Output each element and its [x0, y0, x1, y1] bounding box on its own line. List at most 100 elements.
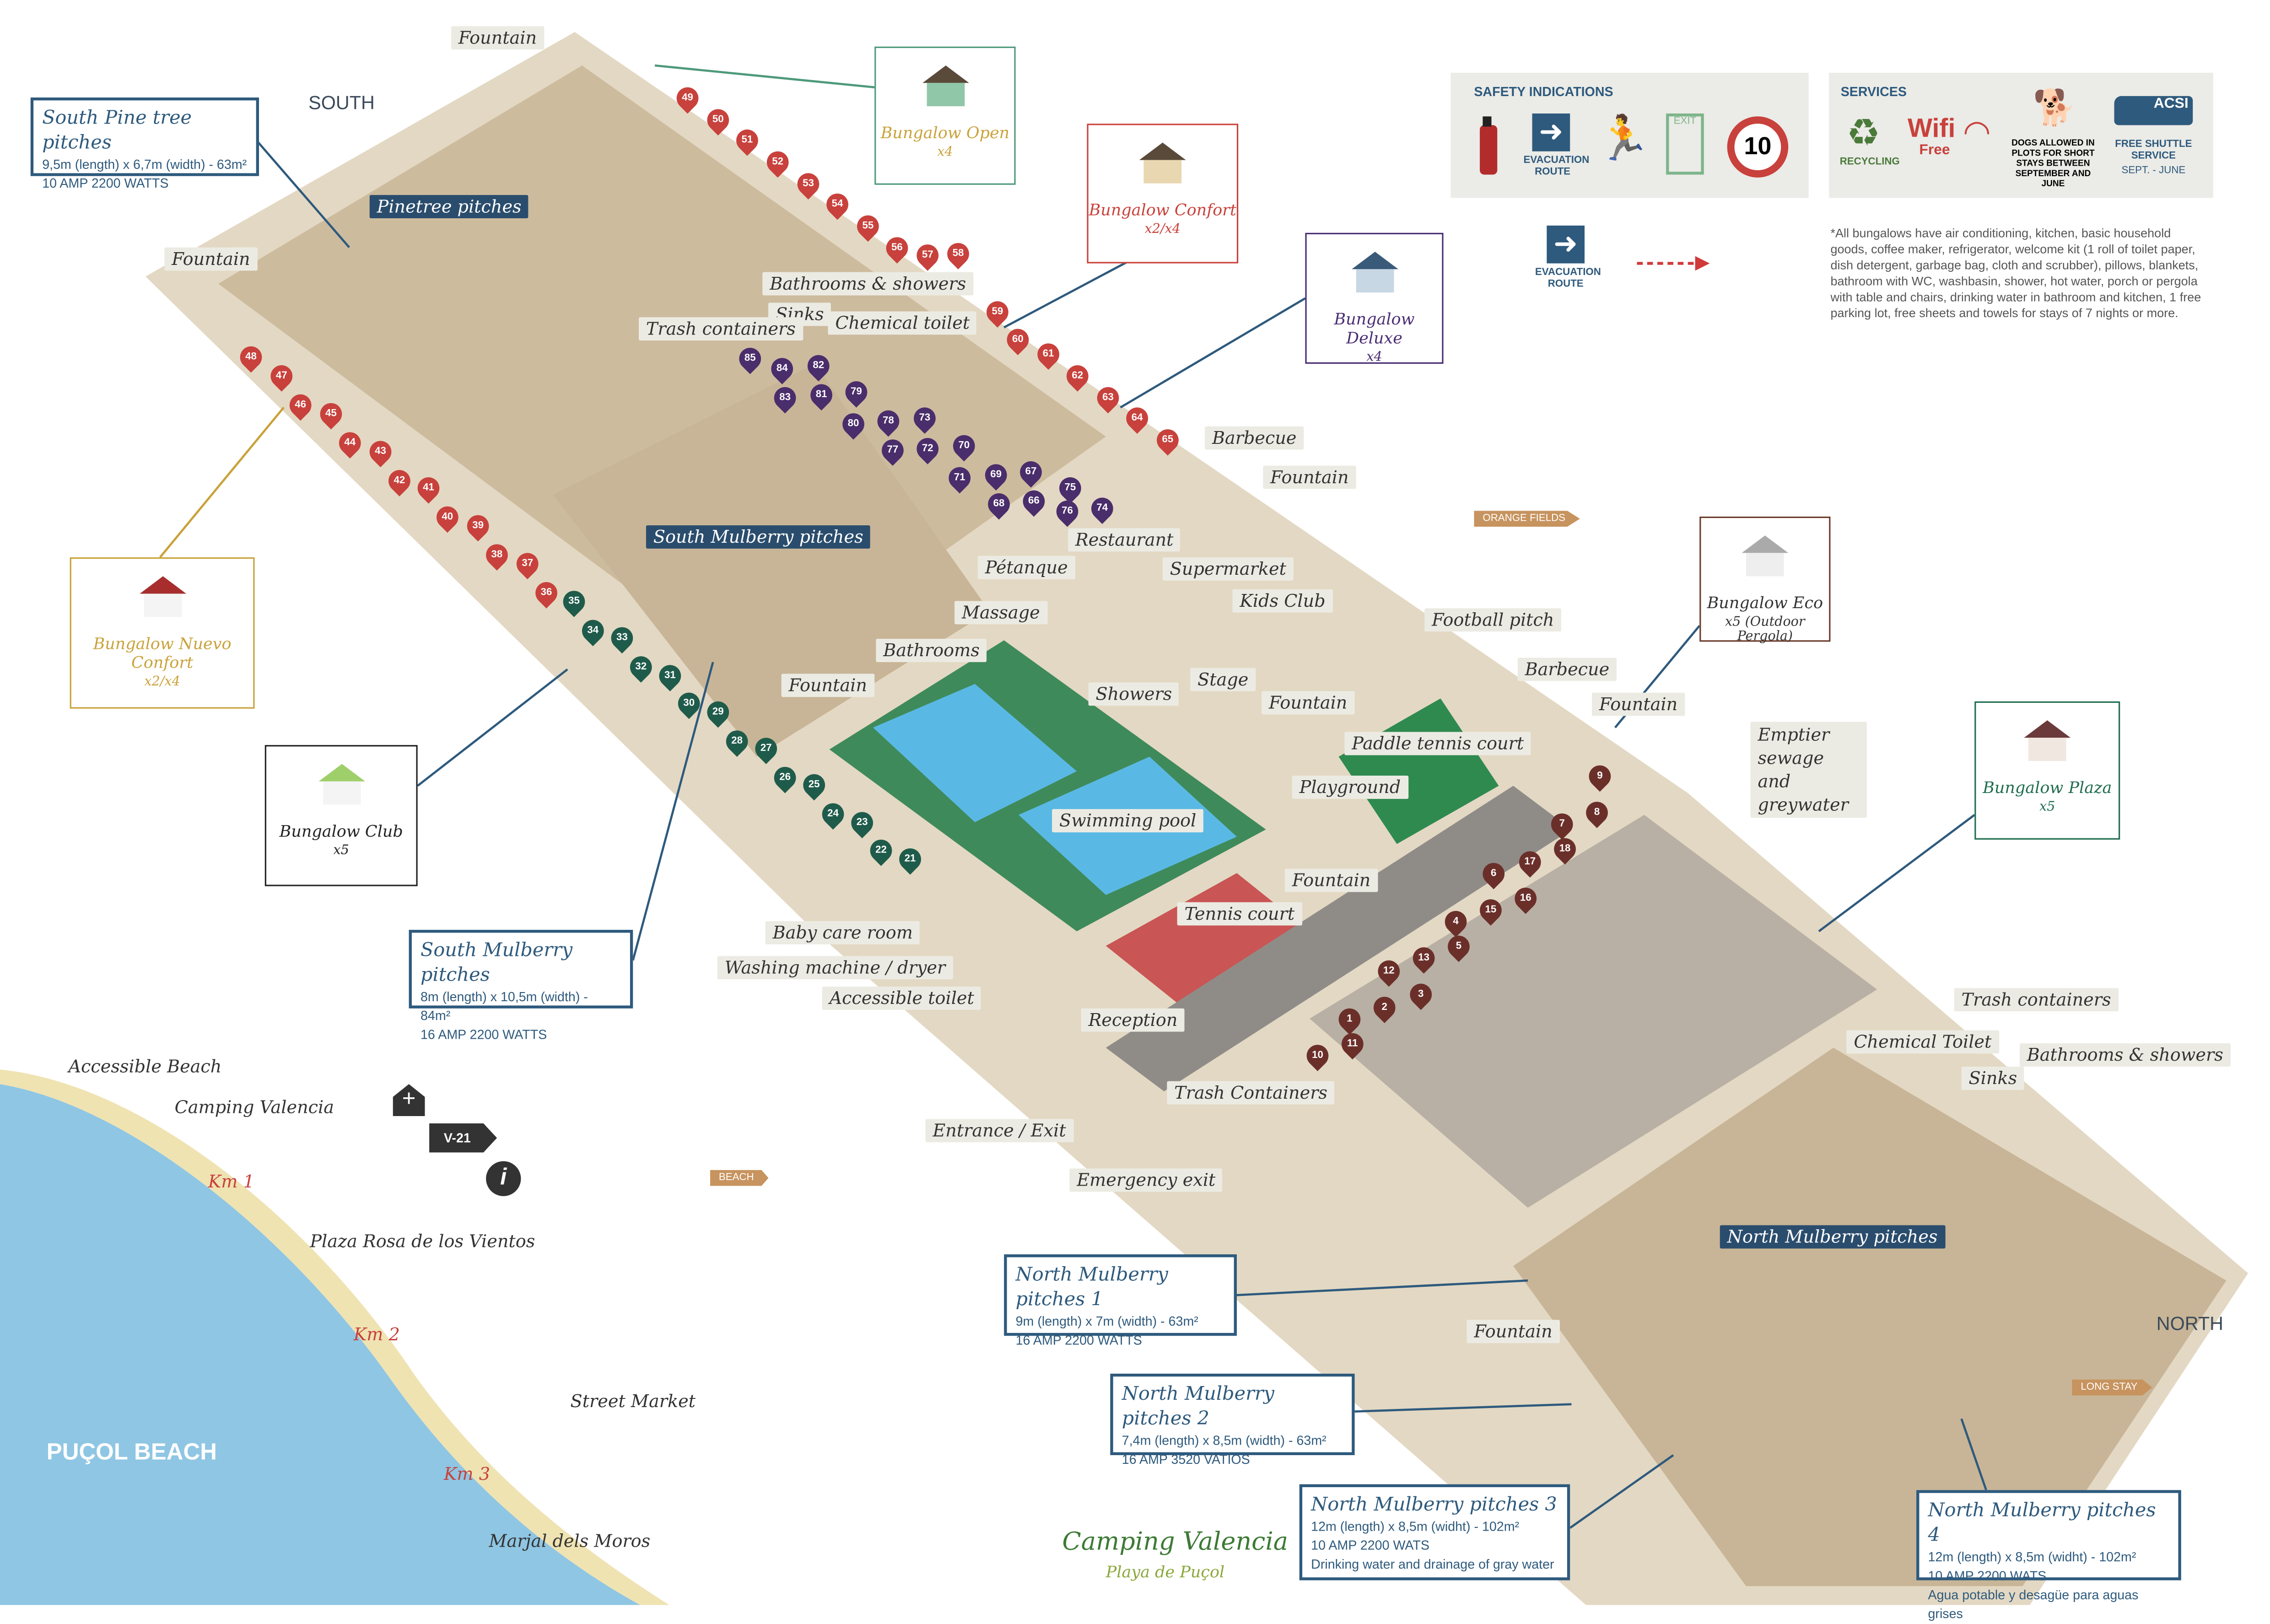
bungalow-marker-71: 71 [944, 462, 975, 494]
bungalow-marker-18: 18 [1549, 833, 1580, 865]
place-street-market: Street Market [570, 1391, 696, 1412]
bungalow-marker-74: 74 [1087, 493, 1118, 524]
bungalow-marker-80: 80 [838, 409, 869, 440]
label-massage: Massage [954, 601, 1047, 625]
bungalow-marker-81: 81 [806, 379, 837, 411]
bungalow-marker-48: 48 [235, 341, 267, 373]
road-sign-v21: V-21 [429, 1123, 497, 1153]
bungalow-marker-41: 41 [413, 473, 444, 504]
label-chemical-toilet: Chemical Toilet [1846, 1030, 1999, 1054]
speed-limit-sign: 10 [1727, 116, 1789, 178]
bungalow-marker-1: 1 [1334, 1004, 1365, 1035]
bungalow-marker-28: 28 [721, 726, 753, 757]
beach-name: PUÇOL BEACH [46, 1441, 217, 1466]
bungalow-marker-31: 31 [654, 660, 686, 691]
label-kids-club: Kids Club [1232, 589, 1333, 613]
info-south-pine-pitches: South Pine tree pitches 9,5m (length) x … [30, 97, 259, 191]
label-barbecue: Barbecue [1517, 658, 1617, 681]
bungalow-marker-36: 36 [531, 577, 562, 609]
info-north-mulberry-4: North Mulberry pitches 4 12m (length) x … [1916, 1490, 2181, 1621]
label-trash-containers: Trash containers [639, 317, 803, 341]
bungalow-marker-70: 70 [949, 430, 980, 462]
label-baby-care-room: Baby care room [765, 921, 920, 944]
label-fountain: Fountain [451, 26, 545, 50]
label-bathrooms-showers: Bathrooms & showers [762, 272, 974, 296]
bungalow-marker-52: 52 [762, 146, 793, 178]
bungalow-marker-2: 2 [1369, 992, 1400, 1023]
bungalow-marker-78: 78 [873, 405, 904, 437]
label-trash-containers: Trash Containers [1167, 1081, 1335, 1105]
wifi-icon: ◠ [1963, 113, 1991, 150]
bungalow-marker-79: 79 [841, 377, 872, 408]
bungalow-marker-66: 66 [1018, 486, 1050, 517]
info-icon: i [486, 1161, 521, 1196]
bungalow-marker-13: 13 [1408, 943, 1440, 974]
label-playground: Playground [1292, 775, 1408, 799]
bungalow-marker-29: 29 [702, 696, 734, 728]
bungalow-marker-53: 53 [793, 168, 824, 200]
logo: Camping Valencia [1062, 1528, 1288, 1557]
bungalow-icon [922, 65, 969, 107]
label-showers: Showers [1088, 682, 1180, 706]
evacuation-arrow-head [1695, 256, 1710, 271]
bungalow-marker-12: 12 [1373, 955, 1405, 987]
bungalow-marker-30: 30 [674, 688, 705, 719]
bungalow-marker-21: 21 [895, 844, 926, 875]
place-camping-valencia: Camping Valencia [174, 1097, 334, 1118]
bungalow-marker-63: 63 [1092, 383, 1124, 414]
bungalow-marker-7: 7 [1547, 809, 1578, 840]
bungalow-marker-44: 44 [334, 427, 366, 459]
bungalow-marker-46: 46 [285, 389, 316, 421]
bungalow-marker-27: 27 [750, 733, 782, 764]
bungalow-marker-43: 43 [365, 436, 396, 468]
bungalow-marker-3: 3 [1405, 979, 1436, 1010]
bungalow-marker-56: 56 [881, 232, 913, 264]
bungalow-icon [1742, 535, 1789, 577]
bungalow-marker-45: 45 [315, 398, 347, 430]
bungalow-marker-4: 4 [1440, 906, 1472, 938]
bungalow-marker-35: 35 [558, 586, 590, 617]
bungalow-marker-15: 15 [1475, 895, 1506, 926]
bungalow-marker-39: 39 [462, 510, 494, 542]
bungalow-marker-10: 10 [1302, 1040, 1333, 1071]
label-accessible-toilet: Accessible toilet [822, 987, 981, 1010]
exit-door-icon: EXIT [1666, 113, 1704, 175]
label-fountain: Fountain [1591, 692, 1685, 716]
bungalow-marker-9: 9 [1584, 761, 1616, 792]
bungalow-marker-6: 6 [1478, 858, 1509, 890]
label-barbecue: Barbecue [1205, 426, 1304, 450]
swimming-pool [873, 684, 1077, 822]
bungalow-icon [318, 764, 365, 805]
bungalow-marker-69: 69 [980, 459, 1012, 491]
info-north-mulberry-1: North Mulberry pitches 1 9m (length) x 7… [1004, 1254, 1237, 1348]
label-fountain: Fountain [781, 674, 874, 697]
bungalow-marker-73: 73 [909, 403, 940, 434]
bungalow-marker-51: 51 [732, 125, 763, 156]
label-entrance-exit: Entrance / Exit [925, 1119, 1073, 1143]
bungalow-area-north [1310, 815, 1877, 1208]
label-chemical-toilet: Chemical toilet [828, 311, 977, 335]
bungalow-marker-67: 67 [1015, 457, 1046, 488]
bungalow-marker-77: 77 [877, 435, 908, 466]
compass-south: SOUTH [308, 92, 375, 114]
recycling-icon: ♻ [1846, 110, 1881, 155]
bungalow-marker-75: 75 [1055, 473, 1086, 504]
label-washing-machine: Washing machine / dryer [717, 956, 953, 980]
dog-icon: 🐕 [2033, 88, 2076, 128]
safety-panel: SAFETY INDICATIONS ➜ EVACUATION ROUTE 🏃 … [1450, 73, 1809, 198]
bungalow-marker-42: 42 [384, 465, 415, 496]
bungalow-marker-16: 16 [1510, 883, 1541, 914]
sign-beach: BEACH [710, 1170, 769, 1186]
callout-line-nuevo [159, 406, 285, 558]
bungalow-amenities-note: *All bungalows have air conditioning, ki… [1830, 225, 2201, 320]
running-exit-icon: 🏃 [1596, 115, 1651, 163]
bungalow-marker-37: 37 [512, 548, 543, 579]
km-1: Km 1 [208, 1171, 254, 1192]
info-south-mulberry-pitches: South Mulberry pitches 8m (length) x 10,… [409, 930, 633, 1042]
bungalow-marker-17: 17 [1515, 847, 1546, 878]
label-paddle-tennis-court: Paddle tennis court [1344, 732, 1531, 755]
